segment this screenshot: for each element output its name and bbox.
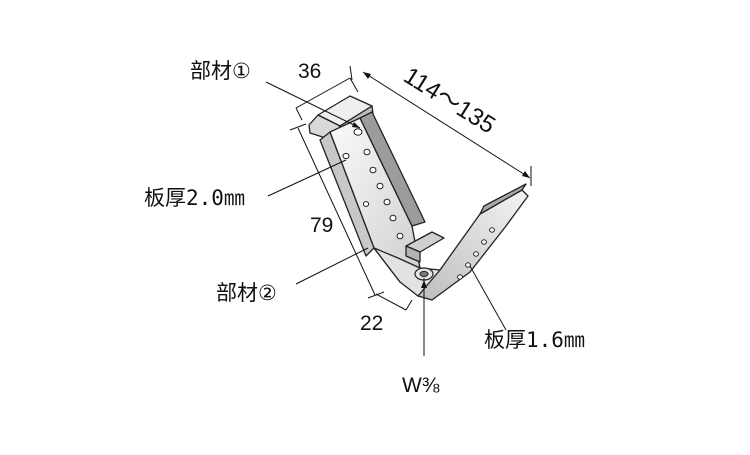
dim-width-top: 36 xyxy=(298,60,321,83)
label-member2: 部材② xyxy=(216,282,277,305)
member2-strap-edge xyxy=(319,131,375,257)
label-plate-thickness-1-6: 板厚1.6㎜ xyxy=(484,328,585,352)
strap-holes xyxy=(342,128,404,240)
dim-span: 114～135 xyxy=(399,62,500,139)
bracket-drawing xyxy=(308,95,529,301)
dimension-lines xyxy=(265,65,532,356)
bolt-nut xyxy=(414,267,434,281)
saddle-block-side xyxy=(405,245,421,263)
arm-holes xyxy=(457,227,495,280)
label-bolt-size: W⅜ xyxy=(402,374,440,397)
dim-width-bottom: 22 xyxy=(360,312,383,335)
label-member1: 部材① xyxy=(190,60,251,83)
right-arm xyxy=(417,189,529,301)
right-arm-top-edge xyxy=(479,183,527,215)
member2-strap-side xyxy=(359,111,426,227)
dim-height: 79 xyxy=(310,214,333,237)
label-plate-thickness-2: 板厚2.0㎜ xyxy=(144,186,245,210)
